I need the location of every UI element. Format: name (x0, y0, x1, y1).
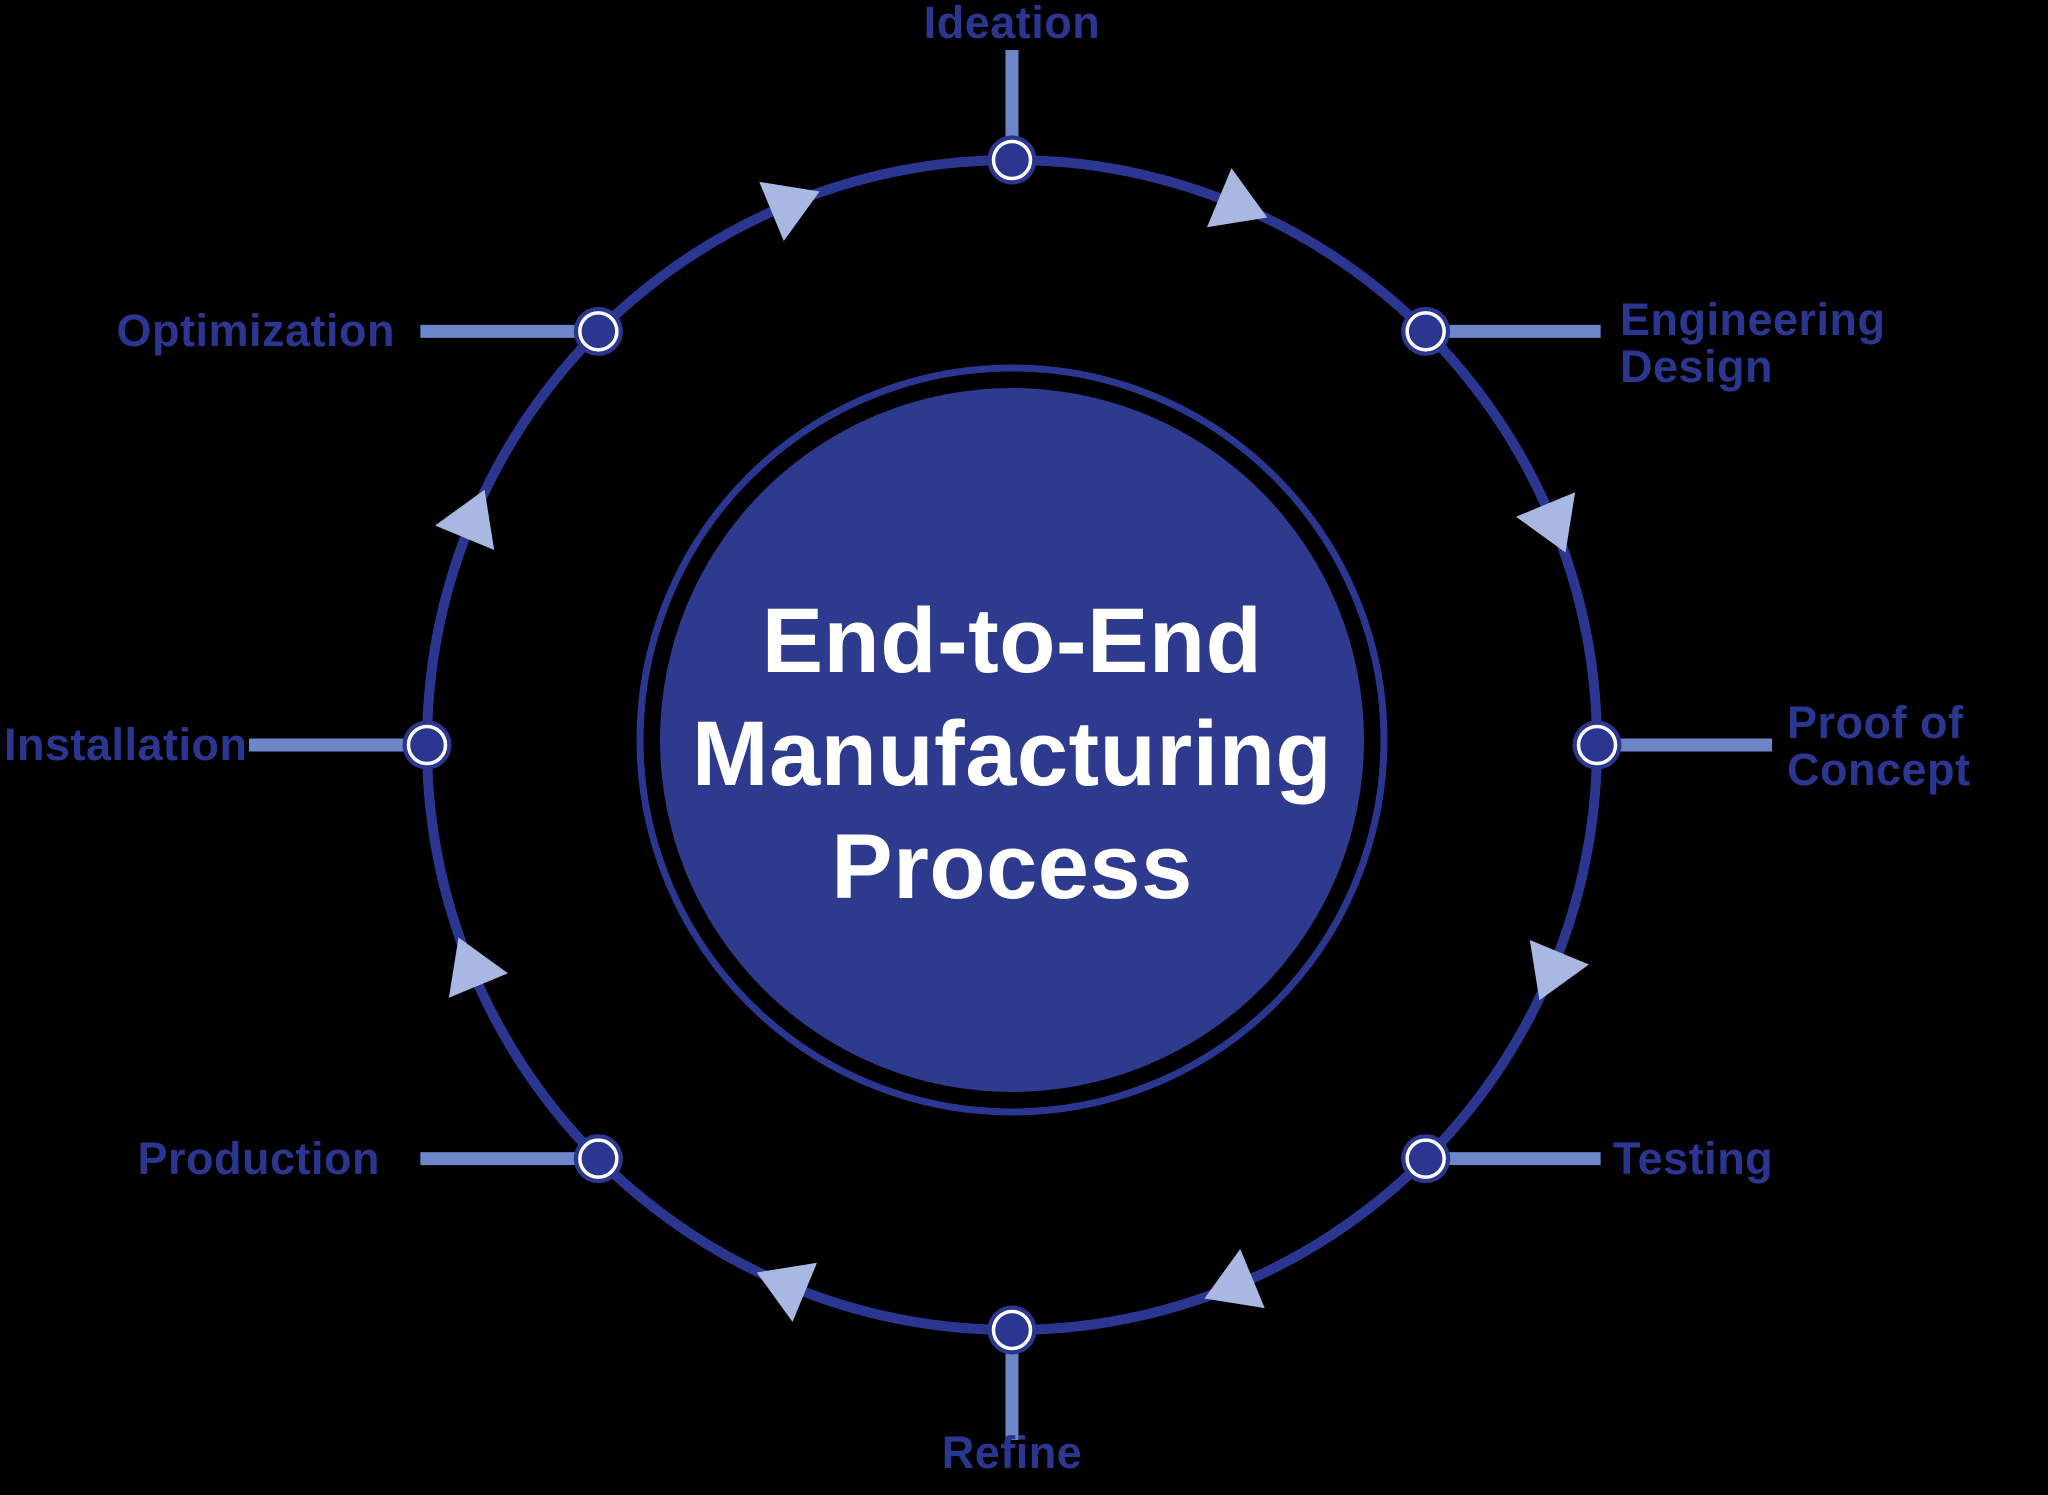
stage-label-production: Production (137, 1133, 380, 1184)
stage-label-refine: Refine (941, 1427, 1083, 1478)
flow-arrow-icon (1529, 939, 1589, 1001)
stage-label-engineering-design: Engineering Design (1620, 294, 1886, 392)
stage-node-ring (578, 311, 619, 352)
flow-arrow-icon (1204, 1249, 1265, 1309)
center-title: End-to-End Manufacturing Process (691, 590, 1333, 918)
flow-arrow-icon (1206, 168, 1268, 228)
stage-node-ring (1576, 724, 1618, 766)
flow-arrow-icon (759, 181, 820, 241)
flow-arrow-icon (435, 489, 495, 551)
stage-node-ring (991, 139, 1033, 181)
stage-label-testing: Testing (1613, 1133, 1774, 1184)
stage-node-ring (578, 1138, 619, 1179)
stage-label-optimization: Optimization (116, 305, 395, 356)
flow-arrow-icon (756, 1262, 818, 1322)
center-outline (636, 364, 1388, 1116)
stage-label-proof-of-concept: Proof of Concept (1787, 697, 1971, 795)
flow-arrow-icon (1516, 492, 1576, 553)
stage-node-ring (1405, 311, 1446, 352)
center-disc (660, 388, 1364, 1092)
flow-arrow-icon (448, 937, 508, 998)
stage-label-installation: Installation (4, 719, 248, 770)
stage-label-ideation: Ideation (923, 0, 1101, 48)
stage-node-ring (406, 724, 448, 766)
stage-node-ring (1405, 1138, 1446, 1179)
stage-node-ring (991, 1309, 1033, 1351)
